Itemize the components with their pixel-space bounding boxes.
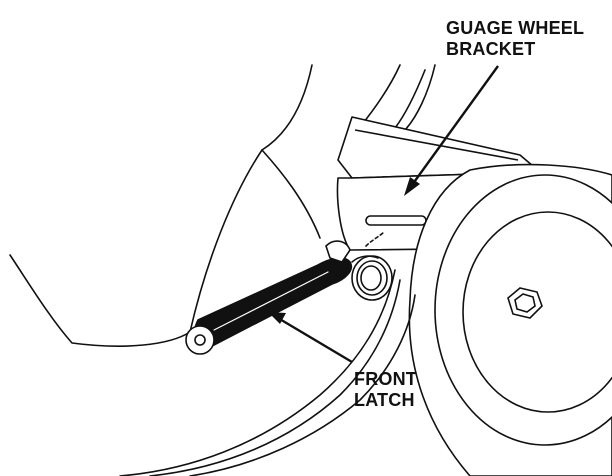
label-gauge-line1: GUAGE WHEEL xyxy=(446,18,585,38)
latch-hook xyxy=(325,240,351,263)
deck-curve-inner xyxy=(189,294,416,476)
label-gauge-line2: BRACKET xyxy=(446,39,536,59)
leader-arrows xyxy=(268,65,499,364)
wheel-hub-ring xyxy=(462,211,612,413)
latch-arm xyxy=(193,257,352,349)
hex-nut xyxy=(507,287,543,319)
bracket-slot xyxy=(365,215,427,226)
handle-tube-right xyxy=(404,64,436,131)
arrow-gauge-head xyxy=(404,177,420,196)
handle-tube-center xyxy=(394,69,426,129)
arrow-latch-head xyxy=(268,312,286,324)
housing-fold xyxy=(261,149,321,239)
label-front-latch: FRONT LATCH xyxy=(354,369,417,411)
gauge-wheel xyxy=(408,163,612,476)
housing-outline xyxy=(9,64,313,347)
arrow-latch-line xyxy=(277,316,353,364)
deck-curve-mid xyxy=(149,279,401,476)
label-latch-line1: FRONT xyxy=(354,369,417,389)
latch-spring xyxy=(351,231,393,301)
lower-deck-curves xyxy=(119,269,416,476)
label-gauge-wheel-bracket: GUAGE WHEEL BRACKET xyxy=(446,18,584,60)
front-latch xyxy=(185,231,393,355)
label-latch-line2: LATCH xyxy=(354,390,415,410)
mower-deck xyxy=(9,64,436,347)
arrow-gauge-line xyxy=(411,65,499,186)
deck-curve-outer xyxy=(119,269,396,476)
